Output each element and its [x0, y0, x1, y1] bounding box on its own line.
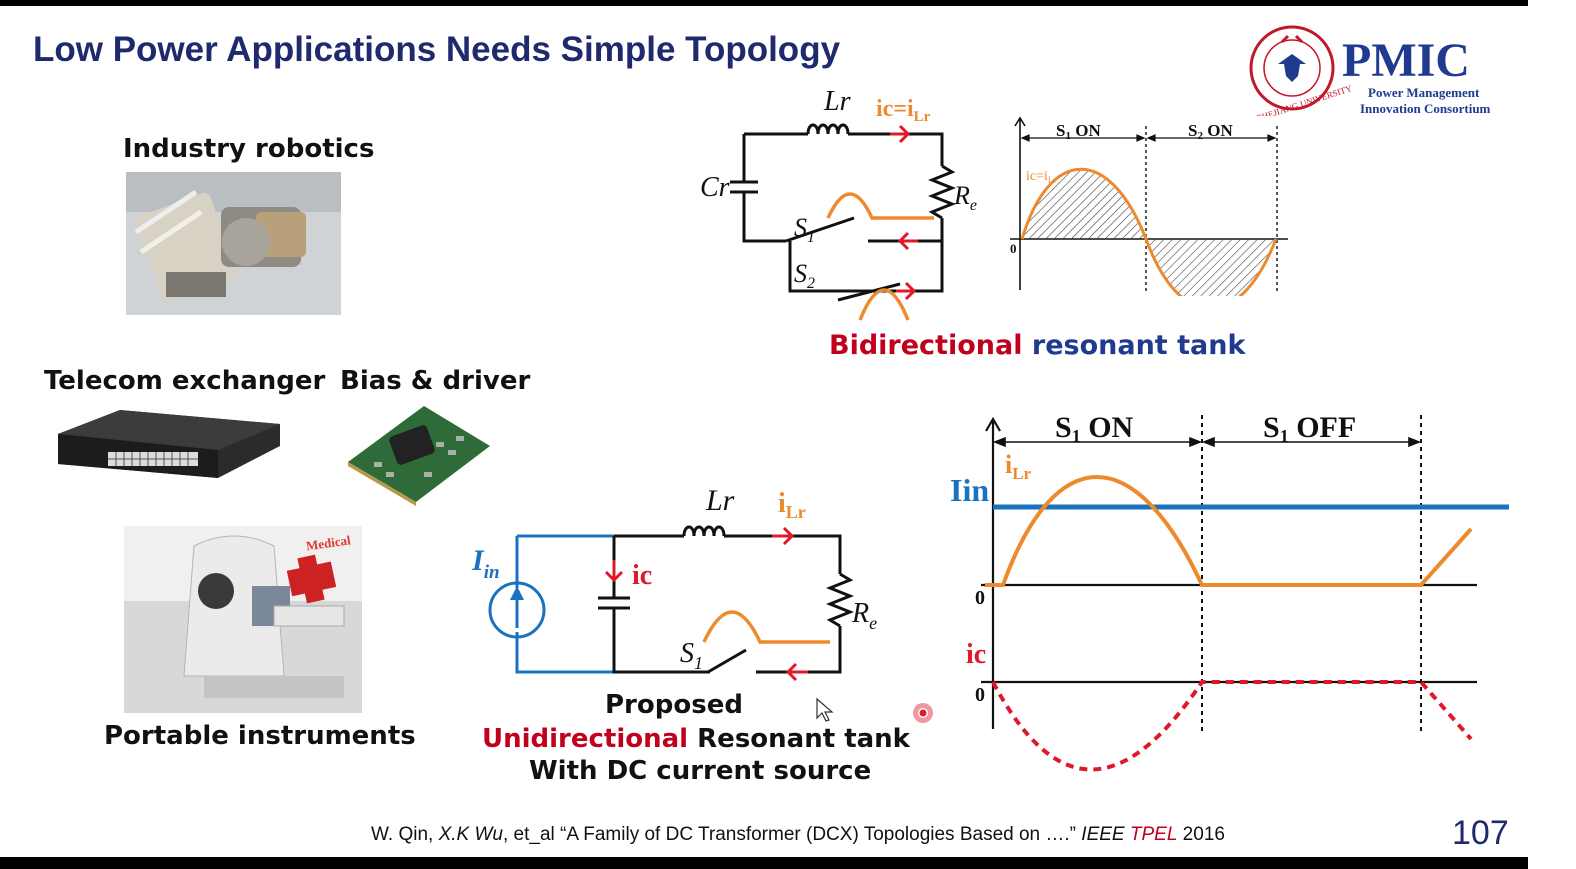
uni-iin-label: Iin: [471, 544, 500, 583]
wave2-zero-upper: 0: [975, 587, 985, 609]
caption-telecom: Telecom exchanger: [44, 366, 326, 396]
bidirectional-caption: Bidirectional resonant tank: [829, 330, 1246, 361]
bi-s1-label: S1: [794, 213, 815, 246]
slide: Low Power Applications Needs Simple Topo…: [0, 6, 1528, 857]
uni-ilr-arrow-icon: [772, 526, 795, 546]
ilr-curve: [985, 475, 1473, 587]
uni-ic-arrow-icon: [604, 560, 624, 583]
portable-instrument-image: Medical: [124, 526, 362, 713]
bi-cr-label: Cr: [700, 172, 730, 203]
uni-caption-line1: Proposed: [605, 690, 743, 720]
page-title: Low Power Applications Needs Simple Topo…: [33, 30, 841, 69]
right-margin: [1528, 0, 1576, 869]
bi-wave-curve: [1020, 167, 1278, 296]
bi-lr-label: Lr: [823, 86, 851, 117]
robotics-image: [126, 172, 341, 315]
laser-pointer-icon: [913, 703, 933, 723]
bidirectional-waveform: S1 ON S2 ON ic=iLr 0: [1010, 116, 1288, 296]
pmic-line1: Power Management: [1368, 85, 1480, 100]
bi-s2-label: S2: [794, 259, 815, 292]
bi-s2-arrow-icon: [896, 281, 917, 301]
page-number: 107: [1452, 814, 1509, 852]
uni-s1-current: [702, 610, 830, 644]
bi-s1-arrow-icon: [897, 231, 918, 251]
uni-s1-label: S1: [680, 638, 703, 673]
unidirectional-circuit: Iin ic Lr iLr Re S1: [471, 484, 877, 682]
ic-curve: [991, 680, 1473, 772]
telecom-image: [58, 410, 280, 478]
university-seal-icon: [1249, 25, 1335, 111]
caption-portable: Portable instruments: [104, 721, 416, 751]
medical-badge: Medical: [305, 532, 352, 553]
uni-s1-arrow-icon: [785, 662, 808, 682]
caption-bias: Bias & driver: [340, 366, 531, 396]
mouse-cursor-icon: [816, 697, 834, 722]
bi-wave-zero: 0: [1010, 241, 1017, 256]
bi-wave-s2-label: S2 ON: [1188, 121, 1233, 142]
bi-wave-s1-label: S1 ON: [1056, 121, 1101, 142]
wave2-zero-lower: 0: [975, 684, 985, 706]
bi-wave-ic-label: ic=iLr: [1026, 169, 1056, 185]
bi-ilr-arrow-icon: [890, 124, 911, 144]
iin-arrow-icon: [510, 586, 524, 600]
bi-re-label: Re: [953, 181, 977, 214]
wave2-ilr-label: iLr: [1005, 450, 1032, 483]
uni-ilr-label: iLr: [778, 488, 806, 522]
pmic-line2: Innovation Consortium: [1360, 101, 1491, 116]
logo: ZHEJIANG UNIVERSITY PMIC Power Managemen…: [1249, 25, 1491, 116]
uni-caption-line2: Unidirectional Resonant tank: [482, 724, 910, 754]
unidirectional-waveform: S1 ON S1 OFF Iin iLr ic 0 0: [950, 411, 1509, 772]
wave2-s1-off-label: S1 OFF: [1263, 411, 1356, 446]
wave2-iin-label: Iin: [950, 472, 989, 508]
citation: W. Qin, X.K Wu, et_al “A Family of DC Tr…: [371, 824, 1225, 845]
uni-lr-label: Lr: [705, 484, 735, 517]
uni-ic-label: ic: [632, 560, 652, 591]
pmic-brand: PMIC: [1342, 34, 1470, 87]
bi-s2-current: [858, 288, 910, 321]
wave2-ic-label: ic: [966, 639, 986, 670]
bi-s1-current: [826, 192, 934, 220]
uni-re-label: Re: [851, 598, 877, 633]
wave2-s1-on-label: S1 ON: [1055, 411, 1134, 446]
caption-robotics: Industry robotics: [123, 134, 375, 164]
bidirectional-circuit: Lr ic=iLr Cr Re S1 S2: [700, 86, 977, 321]
bi-ic-label: ic=iLr: [876, 96, 931, 125]
uni-caption-line3: With DC current source: [529, 756, 872, 786]
bias-driver-image: [348, 406, 490, 506]
